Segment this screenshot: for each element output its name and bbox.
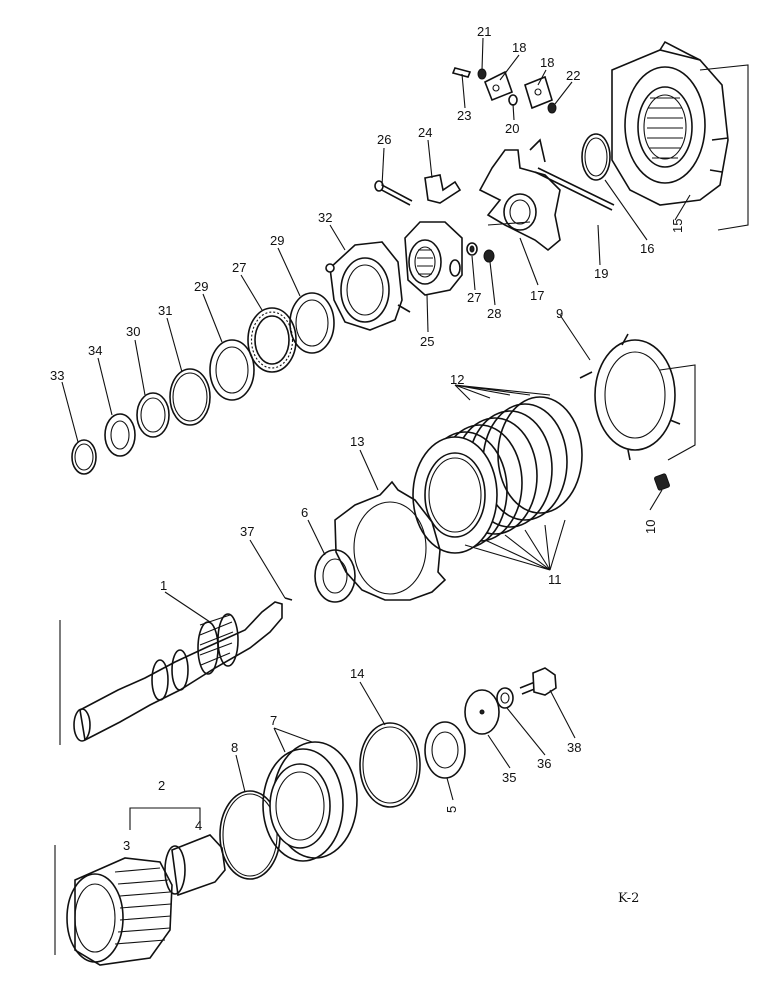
part-10-spring [654,473,670,491]
callout-9: 9 [556,306,563,321]
callout-labels: 21 18 18 22 23 20 24 26 32 29 27 29 31 3… [50,24,685,906]
part-30-ring [136,392,170,438]
callout-23: 24 [418,125,432,140]
part-35-disc [464,689,500,735]
callout-4: 4 [195,818,202,833]
callout-2: 2 [158,778,165,793]
callout-5: 5 [444,806,459,813]
part-5-ring [424,721,466,779]
callout-8: 8 [231,740,238,755]
callout-7: 7 [270,713,277,728]
part-1-main-shaft [59,601,283,745]
callout-31: 31 [158,303,172,318]
callout-13: 13 [350,434,364,449]
callout-28: 27 [232,260,246,275]
part-29-thrust-washer-a [289,292,335,354]
part-7-piston [262,741,358,862]
callout-36: 37 [240,524,254,539]
part-36-pin [284,597,293,601]
part-37-washer [496,687,514,709]
part-31-snap-ring [169,368,211,426]
part-23-lever [424,174,462,204]
callout-37: 36 [537,756,551,771]
callout-29a: 29 [270,233,284,248]
callout-30: 30 [126,324,140,339]
callout-11: 11 [548,572,562,587]
part-4-bushing [164,834,226,897]
part-6-ring [314,549,356,603]
callout-17: 17 [530,288,544,303]
part-17-release-fork [478,138,561,252]
callout-15: 15 [670,219,685,233]
part-21-washers [477,68,557,114]
part-32-bearing-retainer [325,241,411,331]
callout-18b: 18 [540,55,554,70]
part-16-snap-ring [581,133,611,181]
part-38-bolt [519,667,557,696]
part-29-thrust-washer-b [209,339,255,401]
callout-25: 26 [377,132,391,147]
part-19-pin [534,167,615,211]
part-20-pin [508,94,518,106]
part-25-bolt [374,180,413,206]
callout-29b: 29 [194,279,208,294]
callout-6: 6 [301,505,308,520]
part-11-12-clutch-disc-pack [412,396,583,554]
part-9-pressure-plate [579,333,696,461]
callout-32: 32 [318,210,332,225]
part-2-bracket-lines [129,807,201,830]
part-13-steel-plate [334,480,447,601]
callout-12: 12 [450,372,464,387]
callout-26: 27 [467,290,481,305]
callout-20: 20 [505,121,519,136]
part-14-snap-ring [359,722,421,808]
figure-code: K-2 [618,891,639,906]
callout-18a: 18 [512,40,526,55]
callout-27: 28 [487,306,501,321]
callout-1: 1 [160,578,167,593]
callout-3: 3 [123,838,130,853]
part-27-nut [483,249,495,263]
part-3-gear [54,845,173,966]
part-28-thrust-bearing [247,307,297,373]
callout-10: 10 [643,520,658,534]
callout-16: 16 [640,241,654,256]
callout-19: 19 [594,266,608,281]
part-15-clutch-housing [611,40,749,231]
callout-21a: 21 [477,24,491,39]
callout-24: 25 [420,334,434,349]
callout-33: 33 [50,368,64,383]
part-22-pin [451,67,472,78]
leader-lines [61,37,691,801]
part-24-release-bearing [404,221,463,296]
callout-22: 23 [457,108,471,123]
callout-34: 34 [88,343,102,358]
callout-38: 38 [567,740,581,755]
part-33-snap-ring [71,439,97,475]
part-26-washer [466,242,478,256]
part-34-washer [104,413,136,457]
part-18-link-plates [483,70,553,110]
callout-21b: 22 [566,68,580,83]
callout-35: 35 [502,770,516,785]
callout-14: 14 [350,666,364,681]
